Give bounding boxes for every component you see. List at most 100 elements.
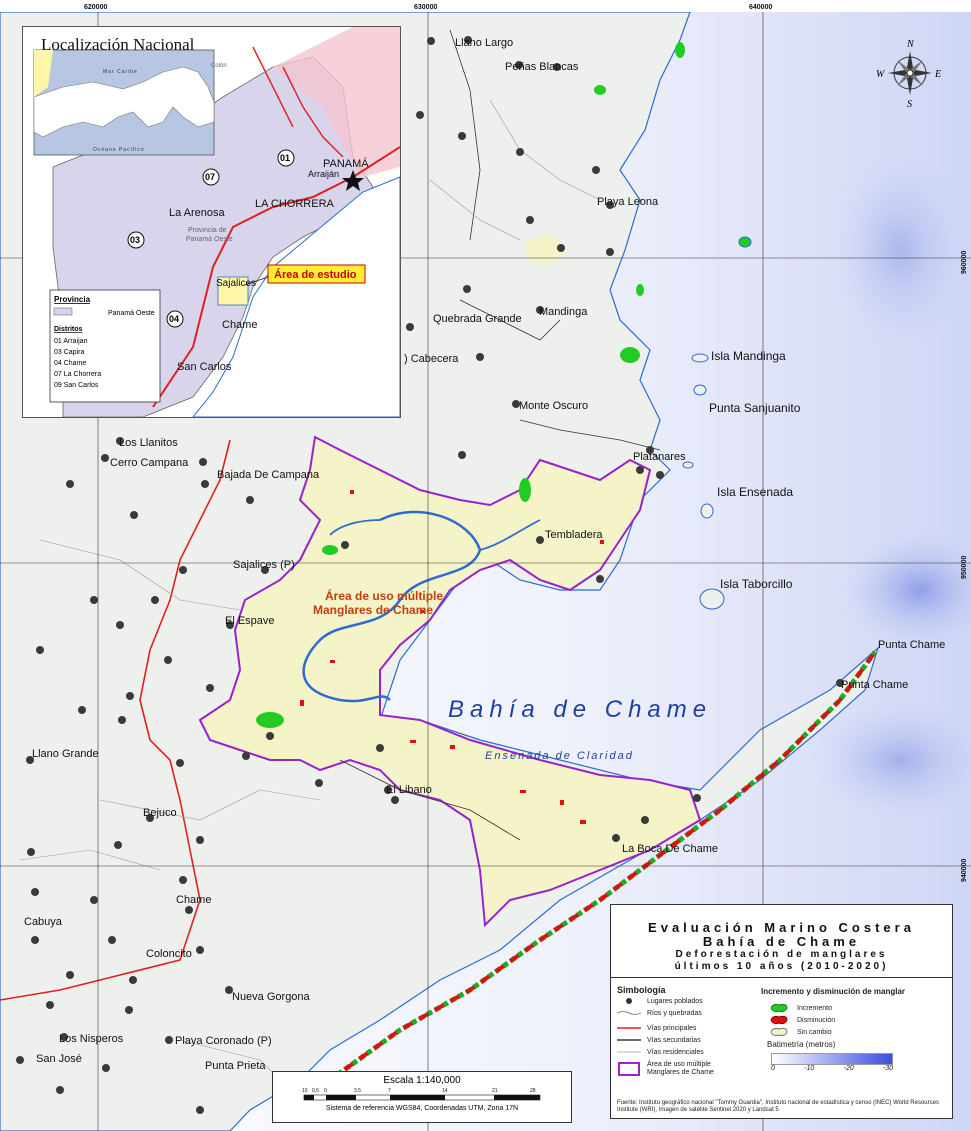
place-platanares: Platanares — [633, 451, 686, 463]
district-badges: 01 07 03 04 — [127, 149, 295, 328]
scale-bar: 10 0.5 0 3.5 7 14 21 28 — [302, 1088, 541, 1101]
scale-tick-2: 0 — [324, 1088, 327, 1094]
place-los-llanitos: Los Llanitos — [119, 437, 178, 449]
place-bejuco: Bejuco — [143, 807, 177, 819]
inset-legend-d2: 03 Capira — [54, 349, 84, 356]
place-llano-largo: Llano Largo — [455, 37, 513, 49]
inset-map: Mar Caribe Océano Pacífico Localización … — [22, 26, 401, 418]
place-san-jose: San José — [36, 1053, 82, 1065]
inset-pink-area — [273, 27, 400, 177]
scale-title: Escala 1:140,000 — [383, 1075, 461, 1086]
bathy-tick-2: -20 — [843, 1065, 854, 1072]
title-block: Evaluación Marino Costera Bahía de Chame… — [611, 905, 952, 978]
island-taborcillo: Isla Taborcillo — [720, 577, 793, 591]
bathymetry-header: Batimetría (metros) — [767, 1040, 836, 1049]
grid-label-y3: 940000 — [961, 859, 968, 882]
scale-tick-4: 7 — [388, 1088, 391, 1094]
legend-label-residenciales: Vías residenciales — [647, 1048, 704, 1056]
inset-road — [152, 146, 400, 408]
inset-legend-d4: 07 La Chorrera — [54, 371, 101, 378]
water-label-ensenada: Ensenada de Claridad — [485, 750, 634, 762]
top-frame — [0, 0, 971, 12]
no-change-patch-icon — [767, 1027, 791, 1037]
change-legend: Incremento y disminución de manglar Incr… — [761, 987, 951, 1072]
scale-tick-0: 10 — [302, 1088, 308, 1094]
island-ensenada: Isla Ensenada — [717, 485, 793, 499]
inset-arraijan: Arraiján — [308, 169, 339, 179]
river — [302, 510, 482, 703]
legend-row-disminucion: Disminución — [767, 1014, 951, 1026]
inset-legend-provincia-item: Panamá Oeste — [108, 310, 155, 317]
mangrove-increase-patches — [256, 42, 685, 728]
mini-sea-north: Mar Caribe — [103, 69, 138, 75]
residential-road-line-icon — [617, 1047, 641, 1057]
place-punta-chame-2: Punta Chame — [841, 679, 908, 691]
main-road — [0, 439, 231, 1001]
main-road-line-icon — [617, 1023, 641, 1033]
place-el-espave: El Espave — [225, 615, 275, 627]
mangrove-loss-scatter — [300, 490, 604, 824]
grid-label-x1: 620000 — [84, 4, 107, 11]
increase-patch-icon — [767, 1003, 791, 1013]
badge-07: 07 — [205, 172, 215, 182]
mini-sea-south: Océano Pacífico — [93, 147, 145, 153]
deep-water-1 — [840, 530, 971, 650]
legend-row-residenciales: Vías residenciales — [617, 1046, 767, 1058]
place-punta-chame-1: Punta Chame — [878, 639, 945, 651]
legend-label-secundarias: Vías secundarias — [647, 1036, 701, 1044]
islands — [682, 236, 752, 610]
badge-01: 01 — [280, 153, 290, 163]
inset-title: Localización Nacional — [41, 35, 195, 54]
inset-province-2: Panamá Oeste — [186, 236, 233, 243]
place-monte-oscuro: Monte Oscuro — [519, 400, 588, 412]
place-quebrada-grande: Quebrada Grande — [433, 313, 522, 325]
inset-panama: PANAMÁ — [323, 157, 369, 170]
compass-s: S — [907, 99, 912, 110]
legend-row-sin-cambio: Sin cambio — [767, 1026, 951, 1038]
legend-label-disminucion: Disminución — [797, 1016, 836, 1024]
bathymetry-ticks: 0 -10 -20 -30 — [771, 1065, 893, 1072]
place-el-libano: El Libano — [386, 784, 432, 796]
mini-map: Mar Caribe Océano Pacífico — [33, 49, 215, 156]
scale-tick-1: 0.5 — [312, 1088, 319, 1094]
place-punta-prieta: Punta Prieta — [205, 1060, 266, 1072]
place-playa-coronado: Playa Coronado (P) — [175, 1035, 272, 1047]
scale-tick-3: 3.5 — [354, 1088, 361, 1094]
badge-03: 03 — [130, 235, 140, 245]
mangrove-area — [198, 435, 702, 928]
bathy-tick-3: -30 — [882, 1065, 893, 1072]
inset-legend-distritos: Distritos — [54, 326, 83, 333]
compass-n: N — [906, 39, 915, 50]
inset-legend-d1: 01 Arraijan — [54, 338, 88, 345]
place-cerro-campana: Cerro Campana — [110, 457, 189, 469]
scale-tick-6: 21 — [492, 1088, 498, 1094]
protected-area-box-icon — [617, 1062, 641, 1076]
title-line-2: Bahía de Chame — [702, 934, 861, 949]
river-line-icon — [617, 1008, 641, 1018]
grid-label-y2: 950000 — [961, 556, 968, 579]
place-la-boca: La Boca De Chame — [622, 843, 718, 855]
study-area-label: Área de estudio — [274, 268, 357, 281]
inset-legend-d3: 04 Chame — [54, 360, 86, 367]
scale-box: Escala 1:140,000 10 0.5 0 3.5 7 14 21 28… — [272, 1071, 572, 1123]
title-line-4: últimos 10 años (2010-2020) — [674, 961, 889, 972]
place-penas-blancas: Peñas Blancas — [505, 61, 579, 73]
compass-e: E — [934, 69, 941, 80]
grid-label-y1: 960000 — [961, 251, 968, 274]
place-nueva-gorgona: Nueva Gorgona — [232, 991, 311, 1003]
bathy-tick-0: 0 — [771, 1065, 775, 1072]
inset-study-area — [217, 276, 249, 306]
place-cabecera: ) Cabecera — [404, 353, 459, 365]
legend-label-sin-cambio: Sin cambio — [797, 1028, 832, 1036]
place-tembladera: Tembladera — [545, 529, 603, 541]
inset-legend: Provincia Panamá Oeste Distritos 01 Arra… — [49, 289, 161, 403]
legend-label-rios: Ríos y quebradas — [647, 1009, 702, 1017]
deep-water-2 — [830, 150, 970, 350]
legend-label-poblados: Lugares poblados — [647, 997, 703, 1005]
inset-sea — [192, 176, 400, 417]
legend-row-incremento: Incremento — [767, 1002, 951, 1014]
protected-area-label-1: Área de uso múltiple — [325, 588, 443, 603]
deep-water-3 — [810, 700, 971, 820]
